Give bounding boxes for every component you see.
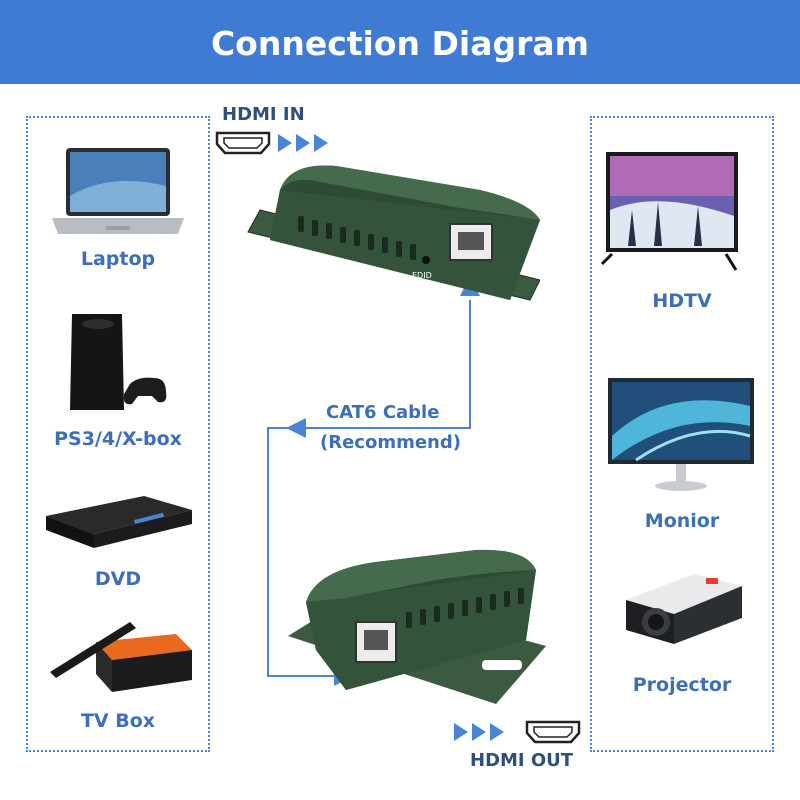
projector-label: Projector (632, 674, 732, 696)
game-console-icon (70, 314, 167, 410)
edid-label: EDID (412, 271, 432, 280)
laptop-icon (52, 148, 184, 234)
edid-switch-icon (422, 256, 430, 264)
hdtv-icon (600, 152, 738, 271)
cable-label-line1: CAT6 Cable (326, 402, 440, 423)
display-panel (590, 116, 774, 752)
monitor-icon (608, 378, 754, 491)
hdtv-label: HDTV (652, 290, 712, 312)
source-panel (26, 116, 210, 752)
game-console-label: PS3/4/X-box (54, 428, 182, 450)
hdmi-in-port-icon (215, 131, 271, 155)
hdmi-out-label: HDMI OUT (470, 750, 574, 771)
hdmi-out-arrows-icon (454, 723, 504, 741)
page-title: Connection Diagram (210, 24, 590, 63)
dvd-label: DVD (94, 568, 142, 590)
remote-icon (50, 622, 136, 678)
header-banner (0, 0, 800, 84)
hdmi-in-label: HDMI IN (222, 104, 305, 125)
monitor-label: Monior (644, 510, 720, 532)
dvd-player-icon (46, 496, 192, 548)
cable-arrow-left-icon (286, 418, 306, 438)
hdmi-out-port-icon (525, 720, 581, 744)
tv-box-label: TV Box (80, 710, 156, 732)
hdmi-in-arrows-icon (278, 134, 328, 152)
projector-icon (626, 574, 742, 644)
cable-label-line2: (Recommend) (320, 432, 461, 453)
tv-box-icon (50, 622, 192, 692)
laptop-label: Laptop (80, 248, 156, 270)
receiver-unit (288, 549, 546, 704)
transmitter-unit: EDID (247, 165, 540, 301)
